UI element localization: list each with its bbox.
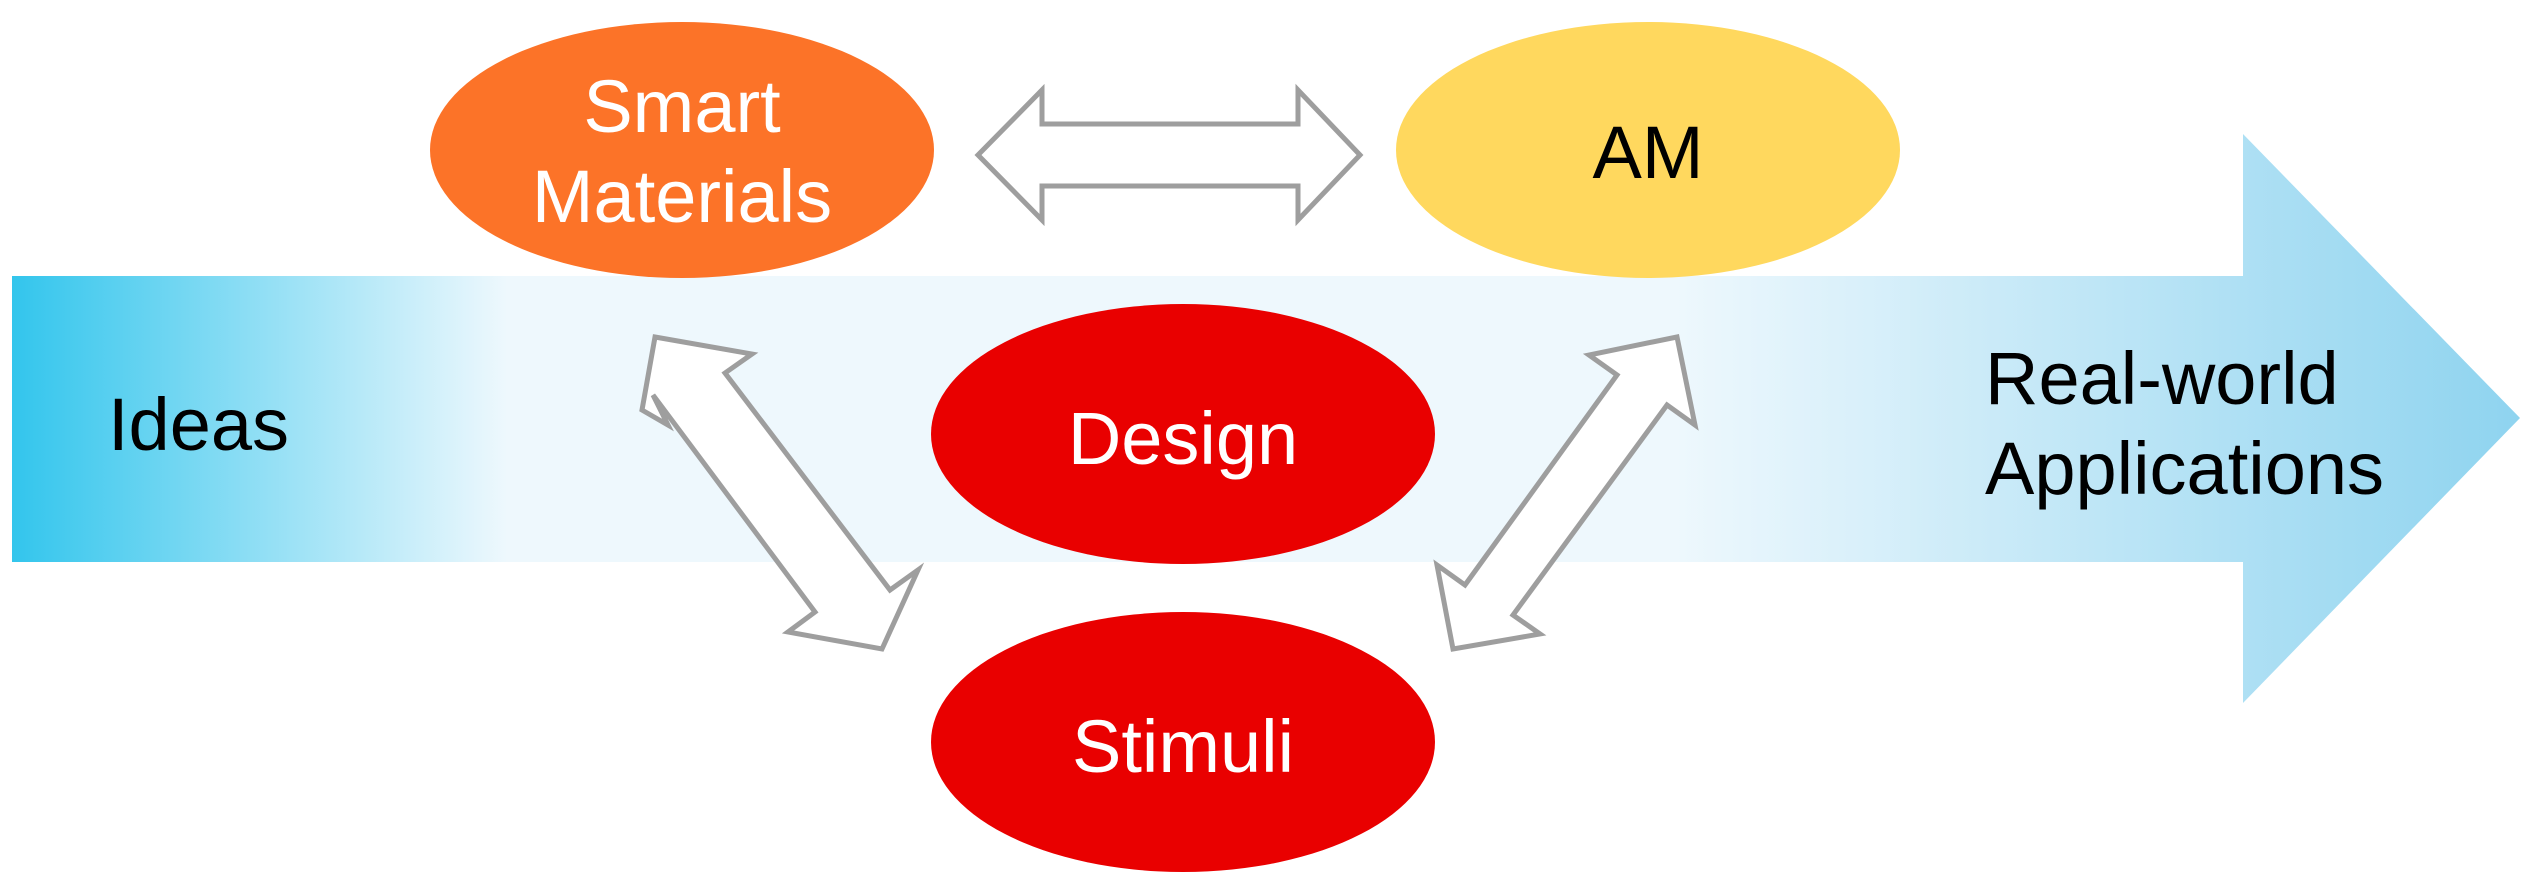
node-am bbox=[1396, 22, 1900, 278]
node-design-label: Design bbox=[1068, 397, 1298, 480]
node-smart-materials bbox=[430, 22, 934, 278]
node-smart-materials-label-line2: Materials bbox=[532, 155, 832, 238]
flow-start-label: Ideas bbox=[108, 383, 289, 466]
node-stimuli bbox=[931, 612, 1435, 872]
flow-end-label-line2: Applications bbox=[1985, 427, 2384, 510]
flow-end-label-line1: Real-world bbox=[1985, 337, 2339, 420]
node-design bbox=[931, 304, 1435, 564]
double-arrow-am-stimuli bbox=[1433, 334, 1699, 652]
node-stimuli-label: Stimuli bbox=[1072, 705, 1294, 788]
node-am-label: AM bbox=[1593, 111, 1704, 194]
double-arrow-smart-materials-am bbox=[974, 83, 1364, 227]
node-smart-materials-label-line1: Smart bbox=[583, 65, 781, 148]
double-arrow-smart-materials-stimuli bbox=[639, 334, 925, 652]
